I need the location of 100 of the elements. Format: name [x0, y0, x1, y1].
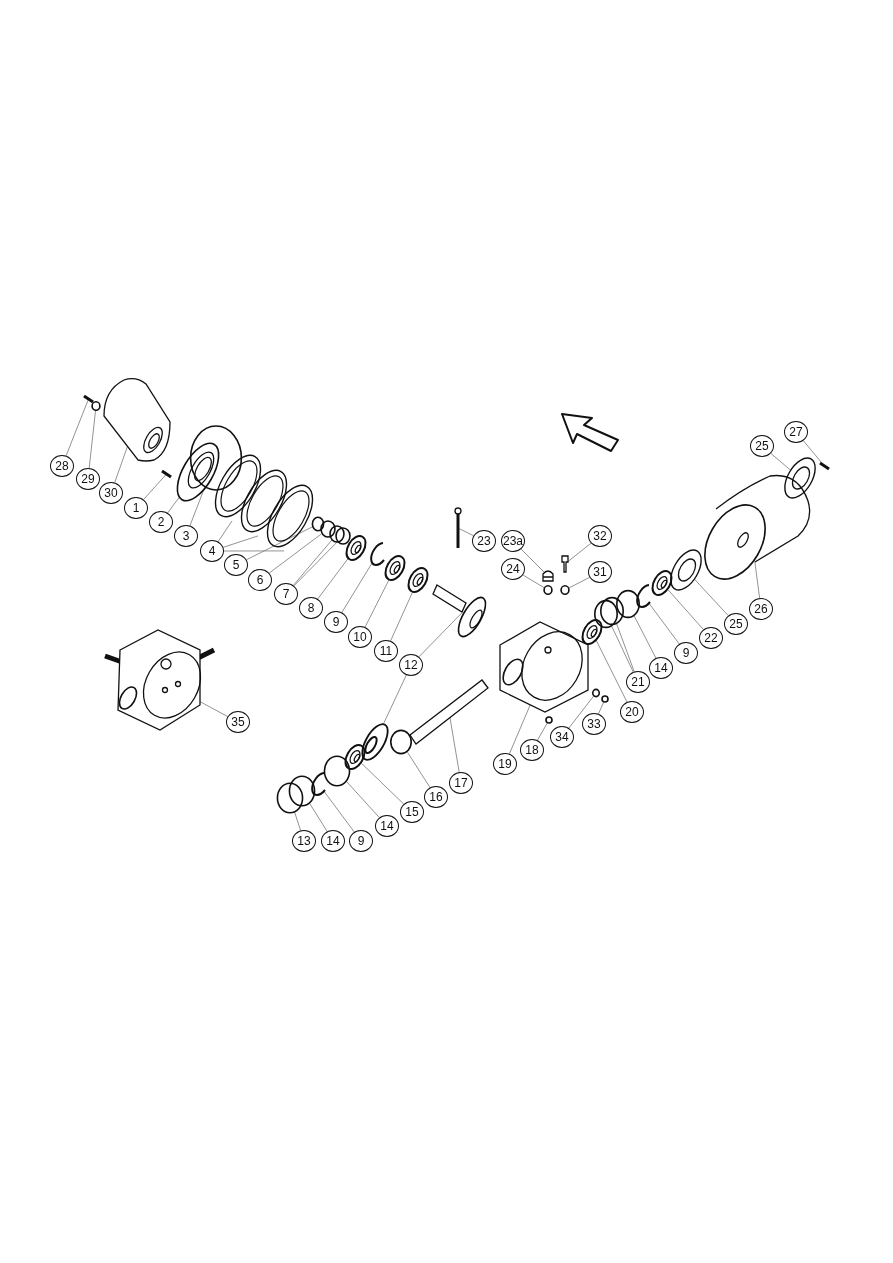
leader-line	[217, 520, 233, 542]
bearing-drawing	[581, 619, 603, 645]
callout-number: 34	[550, 726, 574, 748]
leader-line	[458, 528, 474, 537]
callout-number: 4	[200, 540, 224, 562]
bearing-drawing	[407, 567, 429, 593]
leader-line	[246, 526, 313, 561]
screw-drawing	[83, 394, 94, 404]
callout-number: 9	[324, 611, 348, 633]
leader-line	[449, 717, 460, 773]
bushing-drawing	[390, 729, 412, 755]
bearing-drawing	[384, 555, 406, 581]
circlip-drawing	[636, 584, 651, 608]
callout-number: 12	[399, 654, 423, 676]
callout-number: 9	[349, 830, 373, 852]
leader-line	[390, 592, 413, 642]
leader-line	[383, 674, 407, 724]
gasket-drawing	[266, 484, 314, 548]
callout-number: 28	[50, 455, 74, 477]
callout-number: 5	[224, 554, 248, 576]
leader-line	[268, 533, 323, 574]
nut-drawing	[601, 695, 609, 703]
seal-drawing	[651, 570, 673, 596]
callout-number: 15	[400, 801, 424, 823]
flange-drawing	[176, 442, 220, 502]
gasket-drawing	[240, 469, 288, 533]
leader-line	[309, 803, 328, 832]
leader-line	[294, 812, 301, 831]
ring-drawing	[323, 755, 351, 787]
leader-line	[364, 579, 390, 628]
leader-line	[611, 625, 634, 673]
leader-line	[509, 704, 531, 755]
dipstick-drawing	[454, 507, 462, 548]
gear-drawing	[361, 723, 389, 761]
washer-drawing	[560, 584, 570, 596]
callout-number: 25	[750, 435, 774, 457]
callout-number: 2	[149, 511, 173, 533]
leader-line	[754, 561, 760, 599]
callout-number: 7	[274, 583, 298, 605]
callout-number: 18	[520, 739, 544, 761]
o-ring-drawing	[189, 425, 243, 491]
callout-number: 27	[784, 421, 808, 443]
plate-drawing	[670, 549, 702, 591]
leader-line	[568, 577, 590, 589]
leader-line	[223, 550, 285, 552]
cover-drawing	[704, 474, 811, 580]
leader-line	[522, 574, 545, 588]
callout-number: 35	[226, 711, 250, 733]
callout-number: 22	[699, 627, 723, 649]
leader-line	[770, 453, 791, 471]
ring-drawing	[600, 596, 624, 626]
shaft-drawing	[409, 679, 489, 745]
gearbox-drawing	[102, 629, 217, 731]
leader-line	[65, 399, 89, 457]
callout-number: 14	[375, 815, 399, 837]
callout-number: 11	[374, 640, 398, 662]
leader-line	[649, 603, 680, 645]
callout-number: 25	[724, 613, 748, 635]
callout-number: 26	[749, 598, 773, 620]
screw-drawing	[161, 469, 172, 479]
callout-number: 14	[321, 830, 345, 852]
leader-line	[616, 623, 635, 672]
callout-number: 17	[449, 772, 473, 794]
callout-number: 20	[620, 701, 644, 723]
callout-number: 3	[174, 525, 198, 547]
leader-line	[568, 695, 595, 729]
callout-number: 31	[588, 561, 612, 583]
leader-line	[167, 497, 180, 514]
leader-line	[802, 440, 822, 463]
leader-line	[317, 558, 349, 600]
washer-drawing	[91, 400, 101, 412]
leader-line	[114, 446, 128, 483]
leader-line	[596, 640, 628, 703]
ring-drawing	[276, 782, 304, 814]
leader-line	[694, 578, 729, 616]
leader-line	[88, 410, 96, 469]
callout-number: 21	[626, 671, 650, 693]
callout-number: 32	[588, 525, 612, 547]
plate-drawing	[784, 457, 816, 499]
callout-number: 1	[124, 497, 148, 519]
leader-line	[407, 751, 431, 788]
callout-number: 23	[472, 530, 496, 552]
circlip-drawing	[311, 772, 326, 796]
callout-number: 14	[649, 657, 673, 679]
callout-number: 24	[501, 558, 525, 580]
leader-line	[360, 762, 405, 805]
plug-drawing	[545, 716, 553, 724]
ring-drawing	[335, 527, 351, 545]
callout-number: 6	[248, 569, 272, 591]
leader-line	[346, 781, 380, 818]
callout-number: 29	[76, 468, 100, 490]
callout-number: 19	[493, 753, 517, 775]
cap-drawing	[542, 570, 554, 582]
callout-number: 16	[424, 786, 448, 808]
leader-line	[341, 563, 372, 613]
ring-drawing	[288, 775, 316, 807]
o-ring-drawing	[591, 688, 601, 698]
ring-drawing	[616, 589, 640, 619]
circlip-drawing	[370, 542, 385, 566]
cover-drawing	[103, 378, 171, 462]
